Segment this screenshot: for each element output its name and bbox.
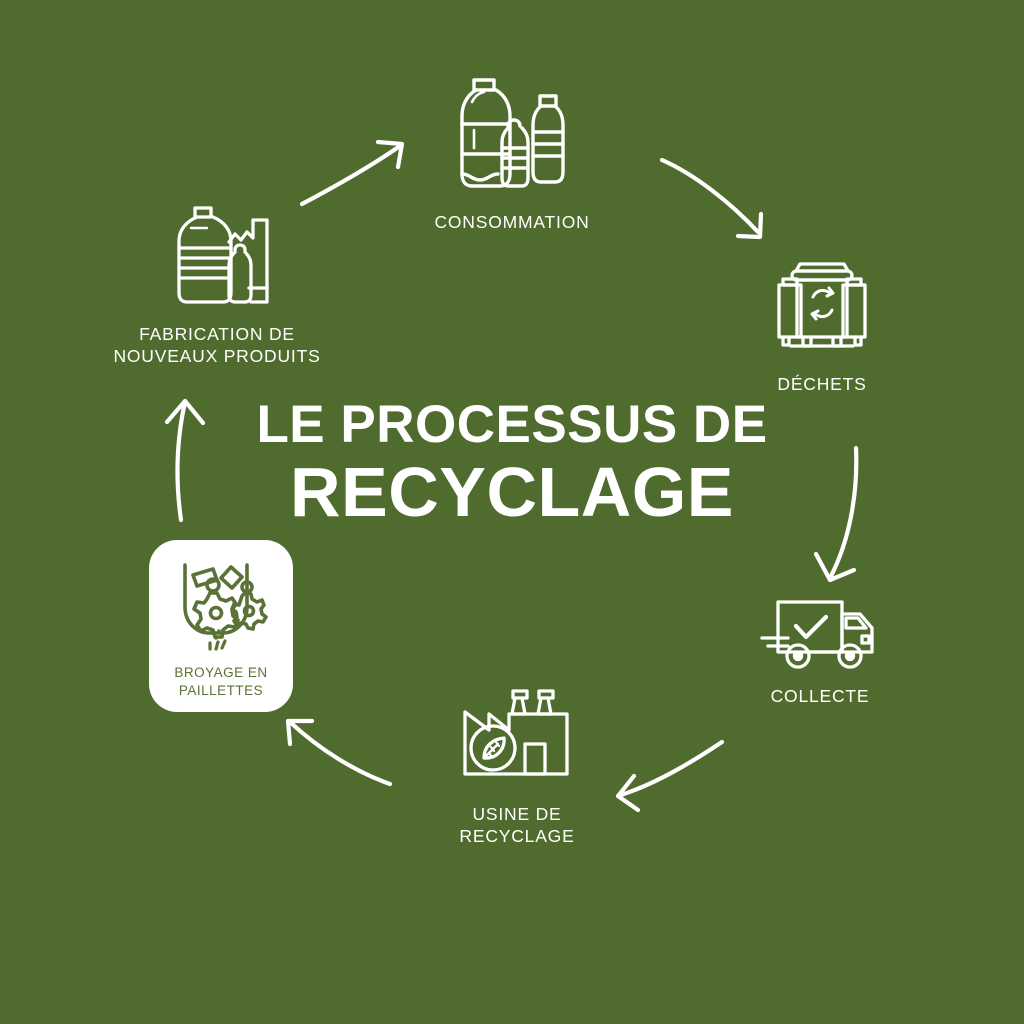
cycle-node-label: DÉCHETS [777,374,867,394]
title-line-1: LE PROCESSUS DE [256,395,768,454]
shredder-flakes-icon [173,559,269,656]
arrow-collecte-to-usine [604,734,732,814]
cycle-node-label: FABRICATION DE NOUVEAUX PRODUITS [113,324,321,366]
cycle-node-collecte[interactable]: COLLECTE [740,592,900,708]
page-title: LE PROCESSUS DE RECYCLAGE [0,398,1024,527]
recycling-bins-icon [763,252,881,364]
cycle-node-label: BROYAGE EN PAILLETTES [174,664,268,698]
arrow-consommation-to-dechets [654,152,782,252]
recycling-factory-icon [457,676,577,794]
cycle-node-broyage-card[interactable]: BROYAGE EN PAILLETTES [149,540,293,712]
title-line-2: RECYCLAGE [290,453,734,531]
cycle-node-fabrication[interactable]: FABRICATION DE NOUVEAUX PRODUITS [92,202,342,368]
cycle-node-consommation[interactable]: CONSOMMATION [412,62,612,234]
new-products-bottles-icon [157,202,277,314]
cycle-node-dechets[interactable]: DÉCHETS [742,252,902,396]
cycle-node-label: USINE DE RECYCLAGE [459,804,575,846]
cycle-node-label: COLLECTE [770,686,870,706]
cycle-node-usine[interactable]: USINE DE RECYCLAGE [432,676,602,848]
arrow-usine-to-broyage [276,706,398,792]
arrow-fabrication-to-consommation [296,128,416,210]
cycle-node-label: CONSOMMATION [434,212,590,232]
collection-truck-icon [758,592,882,676]
plastic-bottles-icon [452,62,572,202]
